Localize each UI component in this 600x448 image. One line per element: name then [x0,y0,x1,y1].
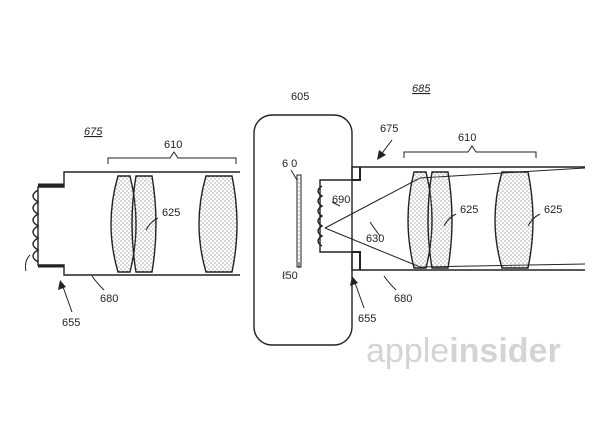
label-625-right-a: 625 [460,204,478,216]
label-685: 685 [412,83,431,95]
left-leader-680 [91,275,105,291]
device-sensor-strip [296,174,302,268]
right-lens-3 [494,171,534,269]
label-605: 605 [291,91,309,103]
device-leader-670 [290,169,298,181]
label-675-right: 675 [380,123,398,135]
left-lens-3 [198,175,238,273]
label-670: 6 0 [282,158,297,170]
right-arrowhead-675 [377,150,386,160]
right-arrowhead-655 [350,276,358,286]
label-610-left: 610 [164,139,182,151]
label-690: 690 [332,194,350,206]
watermark-light: apple [366,332,449,370]
left-brace-610 [107,151,237,164]
label-630: 630 [366,233,384,245]
right-leader-630 [369,221,381,237]
right-leader-625a [443,213,457,227]
center-device [253,114,353,346]
right-leader-690 [331,201,341,207]
device-body [253,114,353,346]
left-lens-2 [131,175,157,273]
right-hatched-mount-top [352,167,361,181]
label-610-right: 610 [458,132,476,144]
left-arrow-655 [61,283,73,313]
right-leader-680 [383,275,397,291]
watermark-bold: insider [449,332,560,370]
right-lens-2 [427,171,453,269]
label-680-left: 680 [100,293,118,305]
right-ray-top [324,167,586,229]
right-ray-bottom [324,227,586,268]
label-680-right: 680 [394,293,412,305]
right-arrow-655 [353,279,365,309]
label-650: ℓ50 [282,270,298,282]
label-625-right-b: 625 [544,204,562,216]
left-lens-assembly [25,151,240,313]
appleinsider-watermark: appleinsider [366,332,561,370]
left-sensor-lead [25,254,31,272]
right-lens-assembly [317,139,586,309]
label-625-left: 625 [162,207,180,219]
right-brace-610 [403,145,537,158]
label-675-left: 675 [84,126,103,138]
left-leader-625 [145,217,159,231]
right-hatched-mount-bottom [352,251,361,270]
left-sensor-array [32,189,40,263]
label-655-left: 655 [62,317,80,329]
right-barrel-outline [319,166,585,271]
right-leader-625b [527,213,541,227]
left-arrowhead-655 [58,280,66,290]
label-655-right: 655 [358,313,376,325]
right-sensor-array [317,185,324,247]
